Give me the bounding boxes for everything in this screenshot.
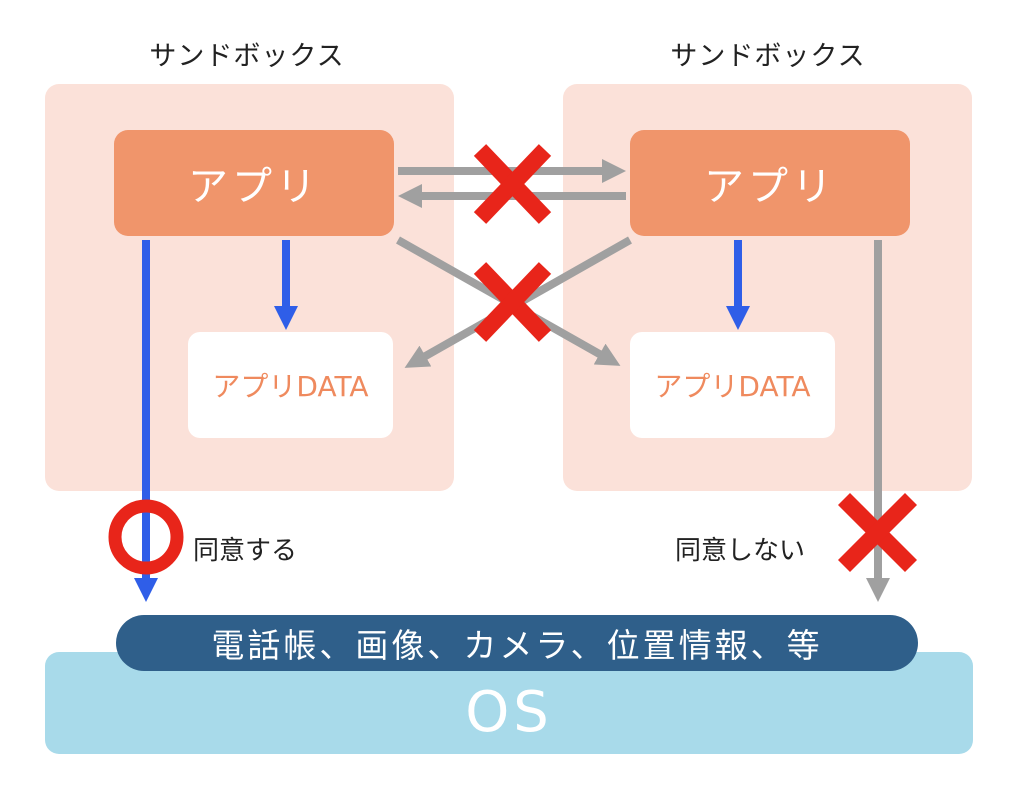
app-left: アプリ [114, 130, 394, 236]
denied-cross-icon [473, 144, 552, 224]
app-data-left: アプリDATA [188, 332, 393, 438]
consent-agree-label: 同意する [193, 536, 298, 566]
sandbox-right-label: サンドボックス [670, 41, 866, 72]
denied-cross-icon [837, 492, 918, 573]
allowed-circle-icon [108, 499, 184, 575]
app-right: アプリ [630, 130, 910, 236]
sandbox-left-label: サンドボックス [149, 41, 345, 72]
denied-cross-icon [473, 262, 552, 342]
resources-bar: 電話帳、画像、カメラ、位置情報、等 [116, 615, 918, 671]
consent-disagree-label: 同意しない [675, 536, 806, 566]
app-data-right: アプリDATA [630, 332, 835, 438]
